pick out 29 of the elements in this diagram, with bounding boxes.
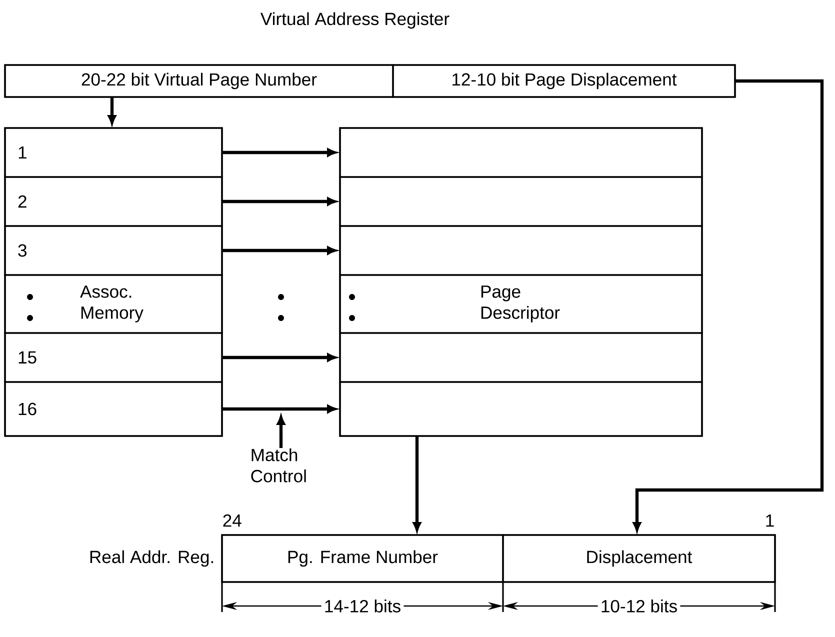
- node-label: Virtual Address Register: [260, 12, 450, 29]
- table-row: 1: [4, 127, 223, 178]
- register-field: Displacement: [502, 534, 776, 583]
- dimension-label: 14-12 bits: [321, 596, 404, 616]
- table-row: 15: [4, 332, 223, 383]
- arrow: [222, 353, 336, 362]
- table-row: Page Descriptor: [339, 274, 703, 334]
- table-row: 3: [4, 225, 223, 276]
- table-row: [339, 381, 703, 437]
- arrow: [413, 436, 421, 532]
- register-field: Pg. Frame Number: [221, 534, 504, 583]
- node-label: Real Addr. Reg.: [90, 550, 214, 567]
- arrow: [222, 246, 336, 254]
- table-row: [339, 332, 703, 383]
- table-row: [339, 176, 703, 227]
- arrow: [222, 197, 336, 206]
- dimension-label: 10-12 bits: [598, 596, 680, 616]
- table-row: Assoc. Memory: [4, 274, 223, 334]
- arrow: [633, 79, 824, 532]
- table-row: 16: [4, 381, 223, 437]
- table-row: [339, 225, 703, 276]
- table-row: 2: [4, 176, 223, 227]
- arrow: [222, 405, 336, 413]
- note-text: Match Control: [251, 448, 306, 482]
- arrow: [108, 97, 116, 124]
- arrow: [222, 148, 336, 156]
- register-field: 20-22 bit Virtual Page Number: [4, 64, 394, 98]
- register-field: 12-10 bit Page Displacement: [392, 64, 736, 98]
- table-row: [339, 127, 703, 178]
